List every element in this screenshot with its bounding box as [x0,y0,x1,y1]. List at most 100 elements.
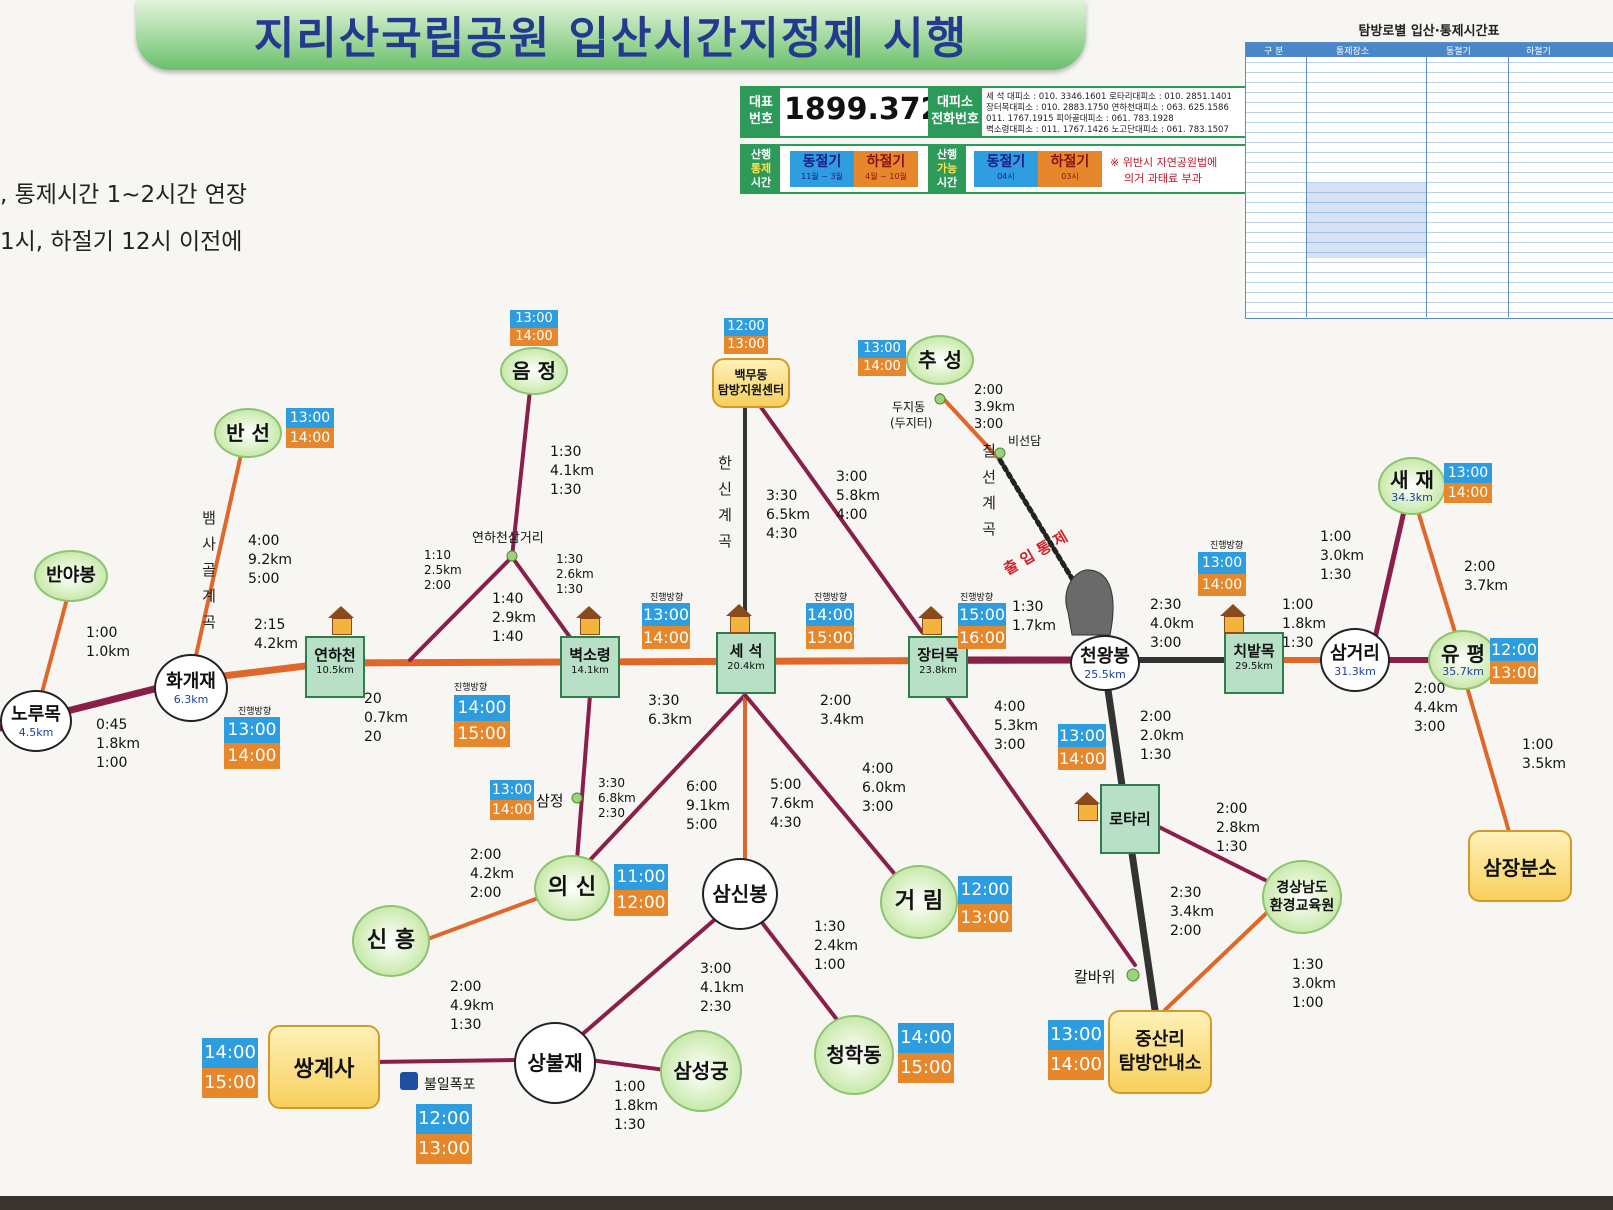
distance-line: 1:30 [556,582,583,596]
trail-banseon [193,448,244,662]
direction-label: 진행방향 [454,683,488,693]
distance-line: 1:30 [814,919,846,935]
node-sinheung[interactable]: 신 흥 [352,905,430,977]
trail-eumjeong [510,388,532,559]
distance-line: 7.6km [770,796,815,812]
notice-line-2: 1시, 하절기 12시 이전에 [0,229,243,255]
distance-line: 20 [364,691,382,707]
node-banseon[interactable]: 반 선 [214,408,282,458]
distance-line: 1:30 [1320,567,1352,583]
label-dujidong: 두지동 [892,400,926,414]
distance-line: 2.9km [492,610,537,626]
node-chuseong[interactable]: 추 성 [906,335,974,385]
node-sangbuljae[interactable]: 상불재 [514,1022,596,1104]
warning-text: 의거 과태료 부과 [1124,172,1202,185]
distance-line: 5.3km [994,718,1039,734]
distance-line: 1:00 [814,957,846,973]
distance-line: 3:00 [994,737,1026,753]
trail-gyeongnam [1153,823,1267,882]
distance-line: 4.4km [1414,700,1459,716]
distance-line: 5:00 [686,817,718,833]
house-icon [1074,792,1100,821]
allowed-label: 시간 [936,176,958,189]
distance-line: 6.3km [648,712,693,728]
distance-line: 4:00 [248,533,280,549]
distance-line: 3.4km [1170,904,1215,920]
distance-line: 9.1km [686,798,731,814]
distance-line: 6.5km [766,507,811,523]
distance-line: 2.4km [814,938,859,954]
node-cheonghakdong[interactable]: 청학동 [814,1015,894,1095]
valley-char: 칠 [982,442,996,460]
valley-char: 곡 [718,532,732,550]
trail-ssanggyesa [373,1058,517,1064]
trail-kalbawi [933,678,1137,967]
node-samsinbong[interactable]: 삼신봉 [702,858,778,930]
node-banyabong[interactable]: 반야봉 [34,550,108,602]
restricted-label: 통제 [750,162,772,175]
valley-char: 사 [202,535,216,553]
trail-chilseon [997,457,1088,603]
distance-line: 1:30 [550,444,582,460]
distance-line: 6.8km [598,791,636,805]
distance-line: 1:10 [424,548,451,562]
trailhead-ssanggyesa[interactable]: 쌍계사 [268,1025,380,1109]
distance-line: 1.7km [1012,618,1057,634]
contact-line: 벽소령대피소 : 011. 1767.1426 노고단대피소 : 061. 78… [986,125,1229,135]
distance-line: 1:00 [614,1079,646,1095]
distance-line: 2:00 [470,847,502,863]
node-uisin[interactable]: 의 신 [534,855,610,921]
node-georim[interactable]: 거 림 [880,865,958,939]
shelter-rotari[interactable]: 로타리 [1100,784,1160,854]
junction-dot [571,792,583,804]
node-eumjeong[interactable]: 음 정 [500,347,568,395]
distance-line: 1:30 [1216,839,1248,855]
valley-char: 한 [718,454,732,472]
trailhead-samjang[interactable]: 삼장분소 [1468,830,1572,902]
direction-label: 진행방향 [1210,541,1244,551]
valley-char: 골 [202,561,216,579]
distance-line: 2:00 [1464,559,1496,575]
distance-line: 1.0km [86,644,131,660]
distance-line: 5.8km [836,488,881,504]
node-samseonggung[interactable]: 삼성궁 [660,1030,742,1112]
trail-sangbuljae [568,913,722,1047]
direction-label: 진행방향 [814,593,848,603]
rep-label-2: 번호 [749,112,773,127]
distance-line: 2:00 [1140,709,1172,725]
distance-line: 3.4km [820,712,865,728]
distance-line: 4.9km [450,998,495,1014]
direction-label: 진행방향 [650,593,684,603]
summer-season: 하절기 4월 ~ 10월 [854,151,918,187]
distance-line: 0.7km [364,710,409,726]
